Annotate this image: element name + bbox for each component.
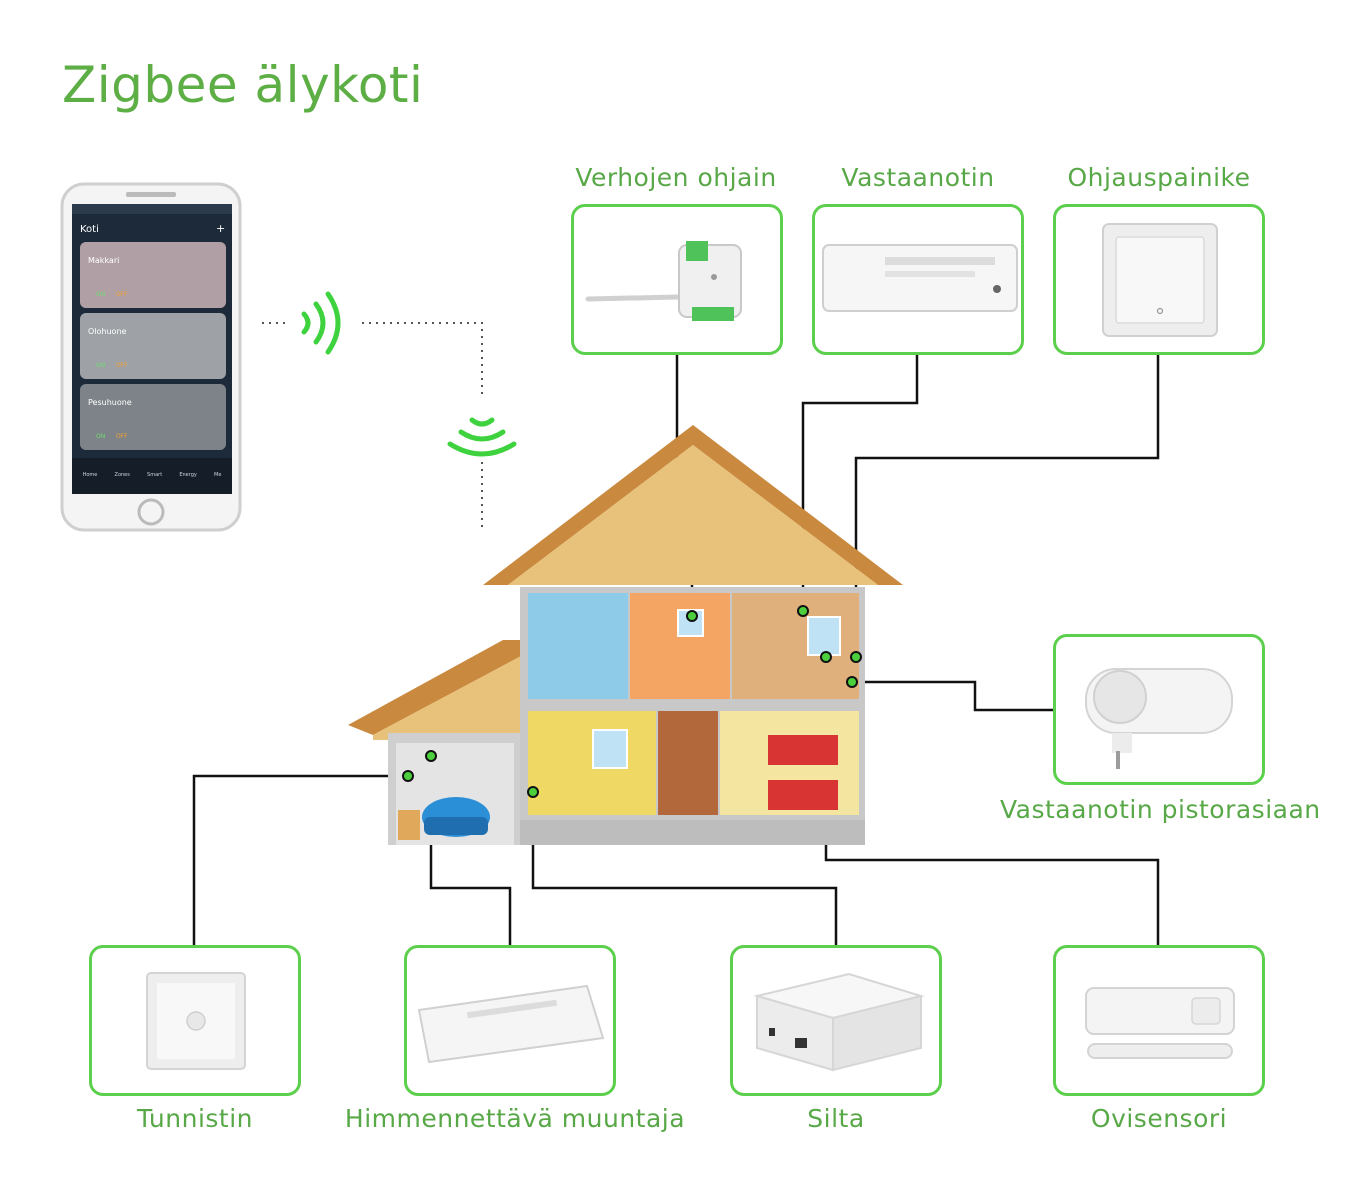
device-bridge[interactable] (730, 945, 942, 1096)
label-curtain-controller: Verhojen ohjain (575, 163, 777, 192)
house-illustration (348, 425, 908, 855)
device-dimmable-driver[interactable] (404, 945, 616, 1096)
line-receiver (801, 355, 919, 610)
phone-bottom-nav: Home Zones Smart Energy Me (74, 472, 230, 478)
label-receiver: Vastaanotin (841, 163, 995, 192)
room-1-off[interactable]: OFF (116, 291, 128, 298)
line-plug (852, 680, 1053, 712)
smartphone: Koti + Makkari Olohuone Pesuhuone ON OFF… (60, 182, 242, 532)
device-curtain-controller[interactable] (571, 204, 783, 355)
room-1-on[interactable]: ON (96, 291, 106, 298)
room-2-on[interactable]: ON (96, 362, 106, 369)
label-control-button: Ohjauspainike (1067, 163, 1251, 192)
nav-energy[interactable]: Energy (179, 472, 197, 478)
label-sensor: Tunnistin (136, 1104, 254, 1133)
device-plug-receiver[interactable] (1053, 634, 1265, 785)
label-door-sensor: Ovisensori (1090, 1104, 1228, 1133)
line-sensor (192, 774, 408, 945)
label-dimmable-driver: Himmennettävä muuntaja (344, 1104, 686, 1133)
room-2-off[interactable]: OFF (116, 362, 128, 369)
device-receiver[interactable] (812, 204, 1024, 355)
nav-home[interactable]: Home (82, 472, 98, 478)
device-door-sensor[interactable] (1053, 945, 1265, 1096)
wifi-signal-icon (301, 291, 341, 355)
device-control-button[interactable] (1053, 204, 1265, 355)
phone-add-button[interactable]: + (216, 222, 226, 235)
wifi-signal-down-icon (447, 417, 517, 457)
label-bridge: Silta (807, 1104, 865, 1133)
phone-header: Koti (80, 224, 99, 235)
device-sensor[interactable] (89, 945, 301, 1096)
room-3-off[interactable]: OFF (116, 433, 128, 440)
nav-smart[interactable]: Smart (147, 472, 163, 478)
room-card-1-name[interactable]: Makkari (88, 256, 120, 265)
room-3-on[interactable]: ON (96, 433, 106, 440)
room-card-2-name[interactable]: Olohuone (88, 327, 127, 336)
label-plug-receiver: Vastaanotin pistorasiaan (1000, 795, 1321, 824)
room-card-3-name[interactable]: Pesuhuone (88, 398, 132, 407)
signal-dotted-line-2 (362, 322, 483, 395)
nav-zones[interactable]: Zones (114, 472, 130, 478)
page-title: Zigbee älykoti (62, 56, 424, 114)
nav-me[interactable]: Me (214, 472, 222, 478)
